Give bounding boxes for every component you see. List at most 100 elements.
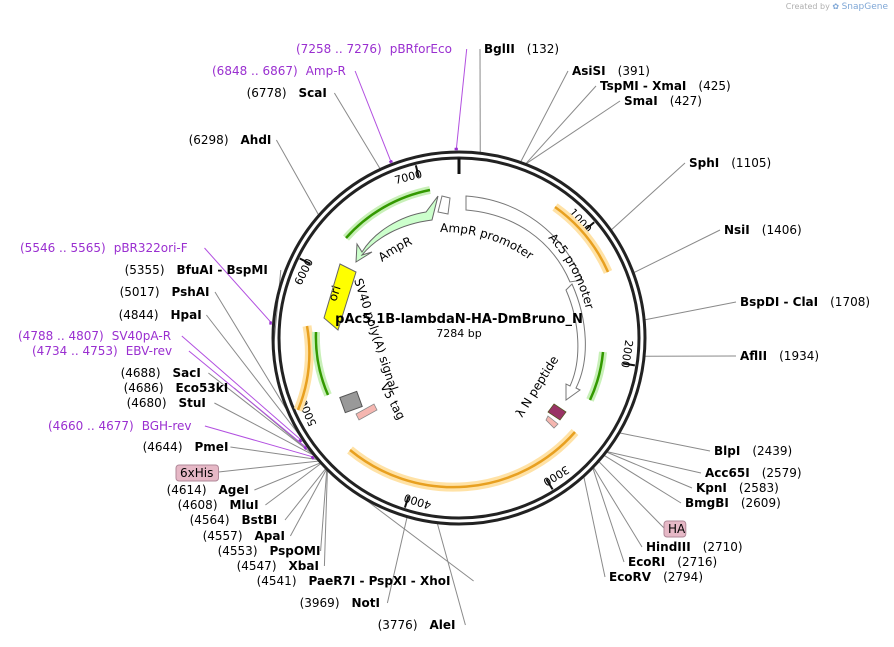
tag-box: [663, 520, 687, 538]
site-name: ScaI: [299, 86, 327, 100]
orf-arc-3: [349, 431, 576, 489]
site-name: HpaI: [171, 308, 202, 322]
restriction-site-label[interactable]: EcoRV(2794): [609, 570, 703, 584]
tag-box: [175, 464, 219, 482]
site-name: NotI: [352, 596, 381, 610]
restriction-site-label[interactable]: TspMI - XmaI(425): [600, 79, 731, 93]
primer-label[interactable]: (4788 .. 4807)SV40pA-R: [18, 329, 171, 343]
restriction-site-label[interactable]: Acc65I (2579): [705, 466, 802, 480]
tag-label[interactable]: HA: [668, 522, 686, 536]
ori-feature[interactable]: [323, 263, 357, 331]
sv40-polya-feature[interactable]: [339, 390, 363, 414]
restriction-site-label[interactable]: NsiI(1406): [724, 223, 802, 237]
restriction-site-label[interactable]: (6778) ScaI: [247, 86, 327, 100]
site-name: PmeI: [195, 440, 229, 454]
site-coord: (4688): [121, 366, 161, 380]
lambda-n-peptide-feature[interactable]: [547, 403, 567, 421]
snapgene-credit: Created by ✿ SnapGene: [786, 2, 888, 12]
site-name: XbaI: [289, 559, 319, 573]
site-coord: (425): [698, 79, 730, 93]
restriction-site-label[interactable]: BlpI(2439): [714, 444, 792, 458]
restriction-site-label[interactable]: (4608)MluI: [178, 498, 259, 512]
primer-label[interactable]: (5546 .. 5565)pBR322ori-F: [20, 241, 188, 255]
restriction-site-label[interactable]: (4644)PmeI: [143, 440, 229, 454]
restriction-site-label[interactable]: (4557)ApaI: [203, 529, 285, 543]
restriction-site-label[interactable]: (4547)XbaI: [237, 559, 319, 573]
site-line: [208, 372, 313, 455]
restriction-site-label[interactable]: BspDI - ClaI(1708): [740, 295, 870, 309]
restriction-site-label[interactable]: SmaI(427): [624, 94, 702, 108]
site-line: [230, 446, 317, 460]
primer-label[interactable]: (6848 .. 6867)Amp-R: [212, 64, 346, 78]
primer-mark: [303, 445, 308, 451]
primer-line: [181, 335, 302, 441]
restriction-site-label[interactable]: KpnI (2583): [696, 481, 779, 495]
restriction-site-label[interactable]: (6298)AhdI: [189, 133, 272, 147]
site-name: Acc65I: [705, 466, 750, 480]
restriction-site-label[interactable]: EcoRI(2716): [628, 555, 717, 569]
restriction-site-label[interactable]: (4688)SacI: [121, 366, 201, 380]
primer-label[interactable]: (7258 .. 7276)pBRforEco: [296, 42, 452, 56]
site-coord: (4557): [203, 529, 243, 543]
restriction-site-label[interactable]: (4686)Eco53kI: [124, 381, 229, 395]
site-line: [593, 467, 643, 548]
lambda-n-peptide-tail: [545, 415, 559, 429]
site-name: AsiSI: [572, 64, 606, 78]
site-coord: (1105): [731, 156, 771, 170]
ampr-promoter-feature[interactable]: [465, 195, 583, 283]
site-name: BfuAI - BspMI: [177, 263, 268, 277]
restriction-site-label[interactable]: AsiSI(391): [572, 64, 650, 78]
site-name: StuI: [179, 396, 206, 410]
site-line: [254, 462, 321, 491]
site-line: [289, 469, 327, 537]
site-name: KpnI: [696, 481, 727, 495]
ruler-tick: [622, 362, 636, 367]
site-line: [607, 451, 702, 474]
site-coord: (2579): [762, 466, 802, 480]
restriction-site-label[interactable]: (3776)AleI: [378, 618, 456, 632]
restriction-site-label[interactable]: (5017)PshAI: [120, 285, 210, 299]
primer-name: EBV-rev: [126, 344, 172, 358]
green-arrow-1: [345, 188, 431, 239]
primer-line: [455, 48, 468, 151]
site-line: [320, 470, 328, 552]
restriction-site-label[interactable]: SphI(1105): [689, 156, 771, 170]
restriction-site-label[interactable]: (3969)NotI: [300, 596, 380, 610]
restriction-site-label[interactable]: (4680)StuI: [127, 396, 206, 410]
site-coord: (2583): [739, 481, 779, 495]
ampr-feature[interactable]: [355, 195, 439, 263]
site-line: [265, 463, 321, 506]
restriction-site-label[interactable]: HindIII(2710): [646, 540, 743, 554]
primer-line: [354, 70, 392, 163]
primer-mark: [388, 159, 393, 164]
tag-label[interactable]: 6xHis: [180, 466, 213, 480]
v5-tag-feature[interactable]: [355, 403, 378, 421]
restriction-site-label[interactable]: BglII(132): [484, 42, 559, 56]
site-name: SmaI: [624, 94, 658, 108]
primer-name: pBRforEco: [390, 42, 452, 56]
restriction-site-label[interactable]: AflII(1934): [740, 349, 819, 363]
ruler-tick-label: 4000: [402, 491, 433, 512]
restriction-site-label[interactable]: (5355)BfuAI - BspMI: [125, 263, 268, 277]
site-coord: (4553): [218, 544, 258, 558]
site-line: [592, 468, 625, 563]
site-name: AgeI: [219, 483, 249, 497]
restriction-site-label[interactable]: (4564)BstBI: [190, 513, 278, 527]
ampr-label: AmpR: [376, 234, 415, 264]
restriction-site-label[interactable]: (4553)PspOMI: [218, 544, 321, 558]
ampr-promoter-box: [437, 195, 451, 215]
restriction-site-label[interactable]: (4844)HpaI: [119, 308, 202, 322]
restriction-site-label[interactable]: (4614)AgeI: [167, 483, 249, 497]
ac5-promoter-feature[interactable]: [565, 283, 586, 401]
orf-arc-3-glow: [347, 429, 579, 492]
site-name: PshAI: [172, 285, 210, 299]
primer-label[interactable]: (4734 .. 4753)EBV-rev: [32, 344, 172, 358]
site-coord: (6778): [247, 86, 287, 100]
site-name: AflII: [740, 349, 767, 363]
primer-label[interactable]: (4660 .. 4677)BGH-rev: [48, 419, 192, 433]
primer-name: Amp-R: [306, 64, 346, 78]
restriction-site-label[interactable]: (4541)PaeR7I - PspXI - XhoI: [257, 574, 451, 588]
primer-line: [204, 425, 314, 458]
ruler-tick: [414, 165, 420, 178]
restriction-site-label[interactable]: BmgBI(2609): [685, 496, 781, 510]
